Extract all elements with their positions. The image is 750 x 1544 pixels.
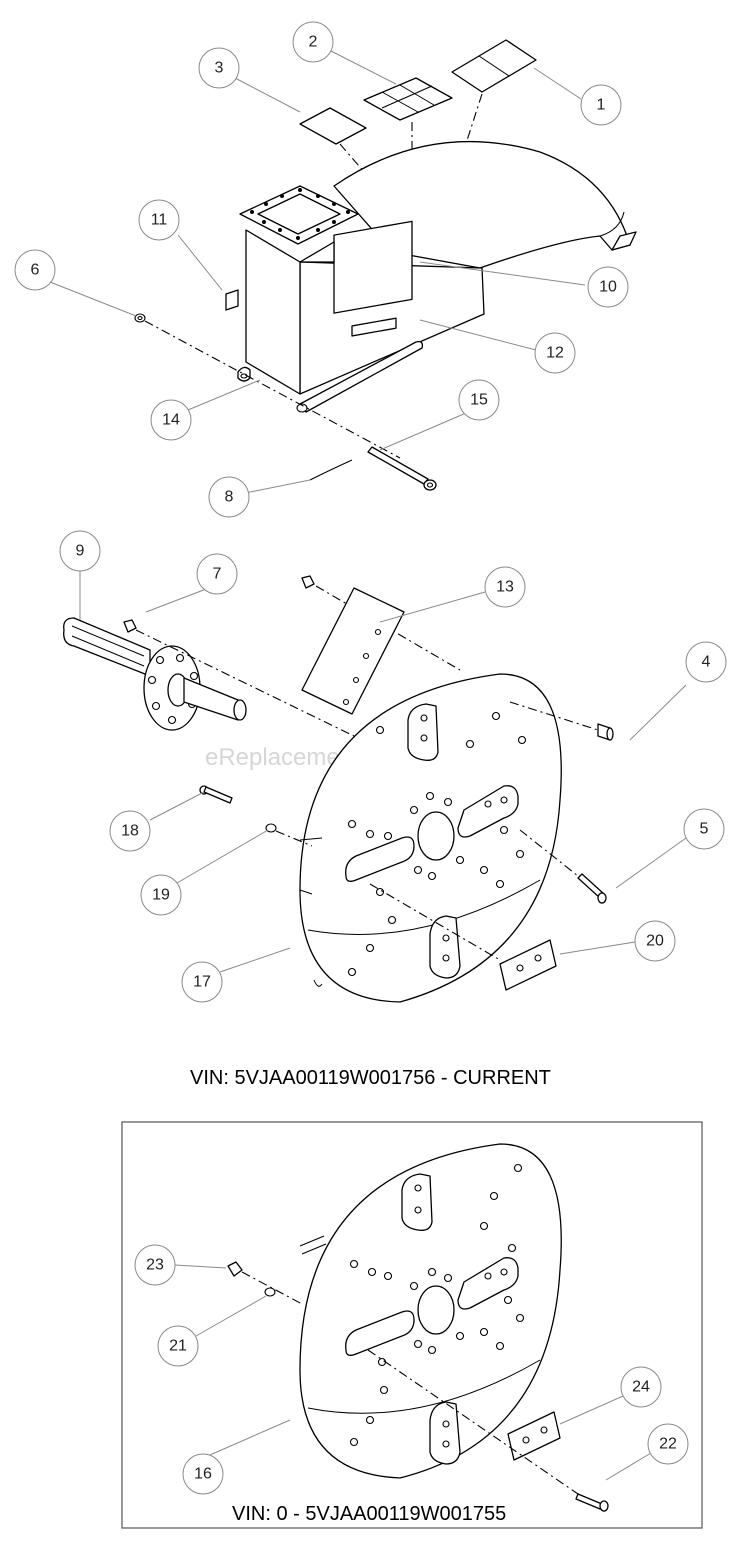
decal-2 xyxy=(363,77,453,121)
svg-text:15: 15 xyxy=(470,392,488,409)
svg-text:12: 12 xyxy=(546,345,564,362)
washer-21 xyxy=(264,1287,276,1297)
svg-text:9: 9 xyxy=(76,543,85,560)
rotor-assembly-previous xyxy=(299,1143,562,1479)
decal-12-panel xyxy=(351,317,397,337)
rotor-holes-current xyxy=(347,711,527,977)
callout-12: 12 xyxy=(534,332,576,374)
svg-text:16: 16 xyxy=(194,1466,212,1483)
callout-2: 2 xyxy=(292,21,334,63)
decal-11 xyxy=(225,289,239,311)
washer-19 xyxy=(265,823,277,833)
svg-text:11: 11 xyxy=(151,212,168,229)
nut-7b xyxy=(301,575,315,589)
shaft-9 xyxy=(63,617,151,677)
callout-15: 15 xyxy=(458,379,500,421)
clip-8 xyxy=(309,459,353,481)
svg-text:23: 23 xyxy=(146,1257,164,1274)
callout-5: 5 xyxy=(683,808,725,850)
caption-previous: VIN: 0 - 5VJAA00119W001755 xyxy=(232,1503,506,1525)
callout-23: 23 xyxy=(134,1244,176,1286)
callout-8: 8 xyxy=(208,476,250,518)
callout-24: 24 xyxy=(620,1366,662,1408)
svg-text:1: 1 xyxy=(597,97,606,114)
svg-text:4: 4 xyxy=(702,654,711,671)
callout-10: 10 xyxy=(587,266,629,308)
housing-assembly xyxy=(134,39,637,491)
decal-1 xyxy=(451,39,537,93)
callout-20: 20 xyxy=(634,920,676,962)
caption-current: VIN: 5VJAA00119W001756 - CURRENT xyxy=(190,1067,551,1089)
svg-text:14: 14 xyxy=(162,412,180,429)
callout-16: 16 xyxy=(182,1453,224,1495)
callout-4: 4 xyxy=(685,641,727,683)
rotor-brackets xyxy=(407,703,519,979)
hinge-rod xyxy=(299,340,424,413)
pin-15 xyxy=(367,446,437,491)
callout-1: 1 xyxy=(580,84,622,126)
svg-text:2: 2 xyxy=(309,34,318,51)
plate-20 xyxy=(369,883,557,991)
callout-3: 3 xyxy=(198,47,240,89)
callout-13: 13 xyxy=(484,566,526,608)
decal-10-panel xyxy=(333,220,413,314)
callout-17: 17 xyxy=(181,961,223,1003)
svg-text:18: 18 xyxy=(121,823,139,840)
plate-13 xyxy=(301,587,405,715)
callout-6: 6 xyxy=(14,249,56,291)
front-box xyxy=(245,229,301,395)
svg-text:21: 21 xyxy=(169,1338,187,1355)
decal-3 xyxy=(299,107,367,145)
pin-4 xyxy=(509,701,614,741)
inset-box xyxy=(121,1121,703,1529)
svg-text:8: 8 xyxy=(225,489,234,506)
shaft-assembly xyxy=(63,575,614,1003)
callout-14: 14 xyxy=(150,399,192,441)
svg-text:19: 19 xyxy=(152,887,170,904)
svg-text:5: 5 xyxy=(700,821,709,838)
bolt-22 xyxy=(575,1493,609,1512)
svg-text:24: 24 xyxy=(632,1379,650,1396)
callout-9: 9 xyxy=(59,530,101,572)
callout-11: 11 xyxy=(138,199,180,241)
callout-22: 22 xyxy=(647,1423,689,1465)
svg-text:6: 6 xyxy=(31,262,40,279)
bolt-5 xyxy=(519,829,607,904)
nut-23 xyxy=(227,1261,243,1277)
callout-19: 19 xyxy=(140,874,182,916)
nut-7a xyxy=(123,619,137,633)
svg-text:20: 20 xyxy=(646,933,664,950)
svg-text:17: 17 xyxy=(193,974,211,991)
plate-24 xyxy=(507,1411,561,1461)
svg-text:13: 13 xyxy=(496,579,514,596)
callout-18: 18 xyxy=(109,810,151,852)
svg-text:22: 22 xyxy=(659,1436,677,1453)
callout-21: 21 xyxy=(157,1325,199,1367)
callout-7: 7 xyxy=(196,553,238,595)
svg-text:7: 7 xyxy=(213,566,222,583)
bolt-18 xyxy=(199,785,233,804)
svg-text:10: 10 xyxy=(599,279,617,296)
svg-text:3: 3 xyxy=(215,60,224,77)
